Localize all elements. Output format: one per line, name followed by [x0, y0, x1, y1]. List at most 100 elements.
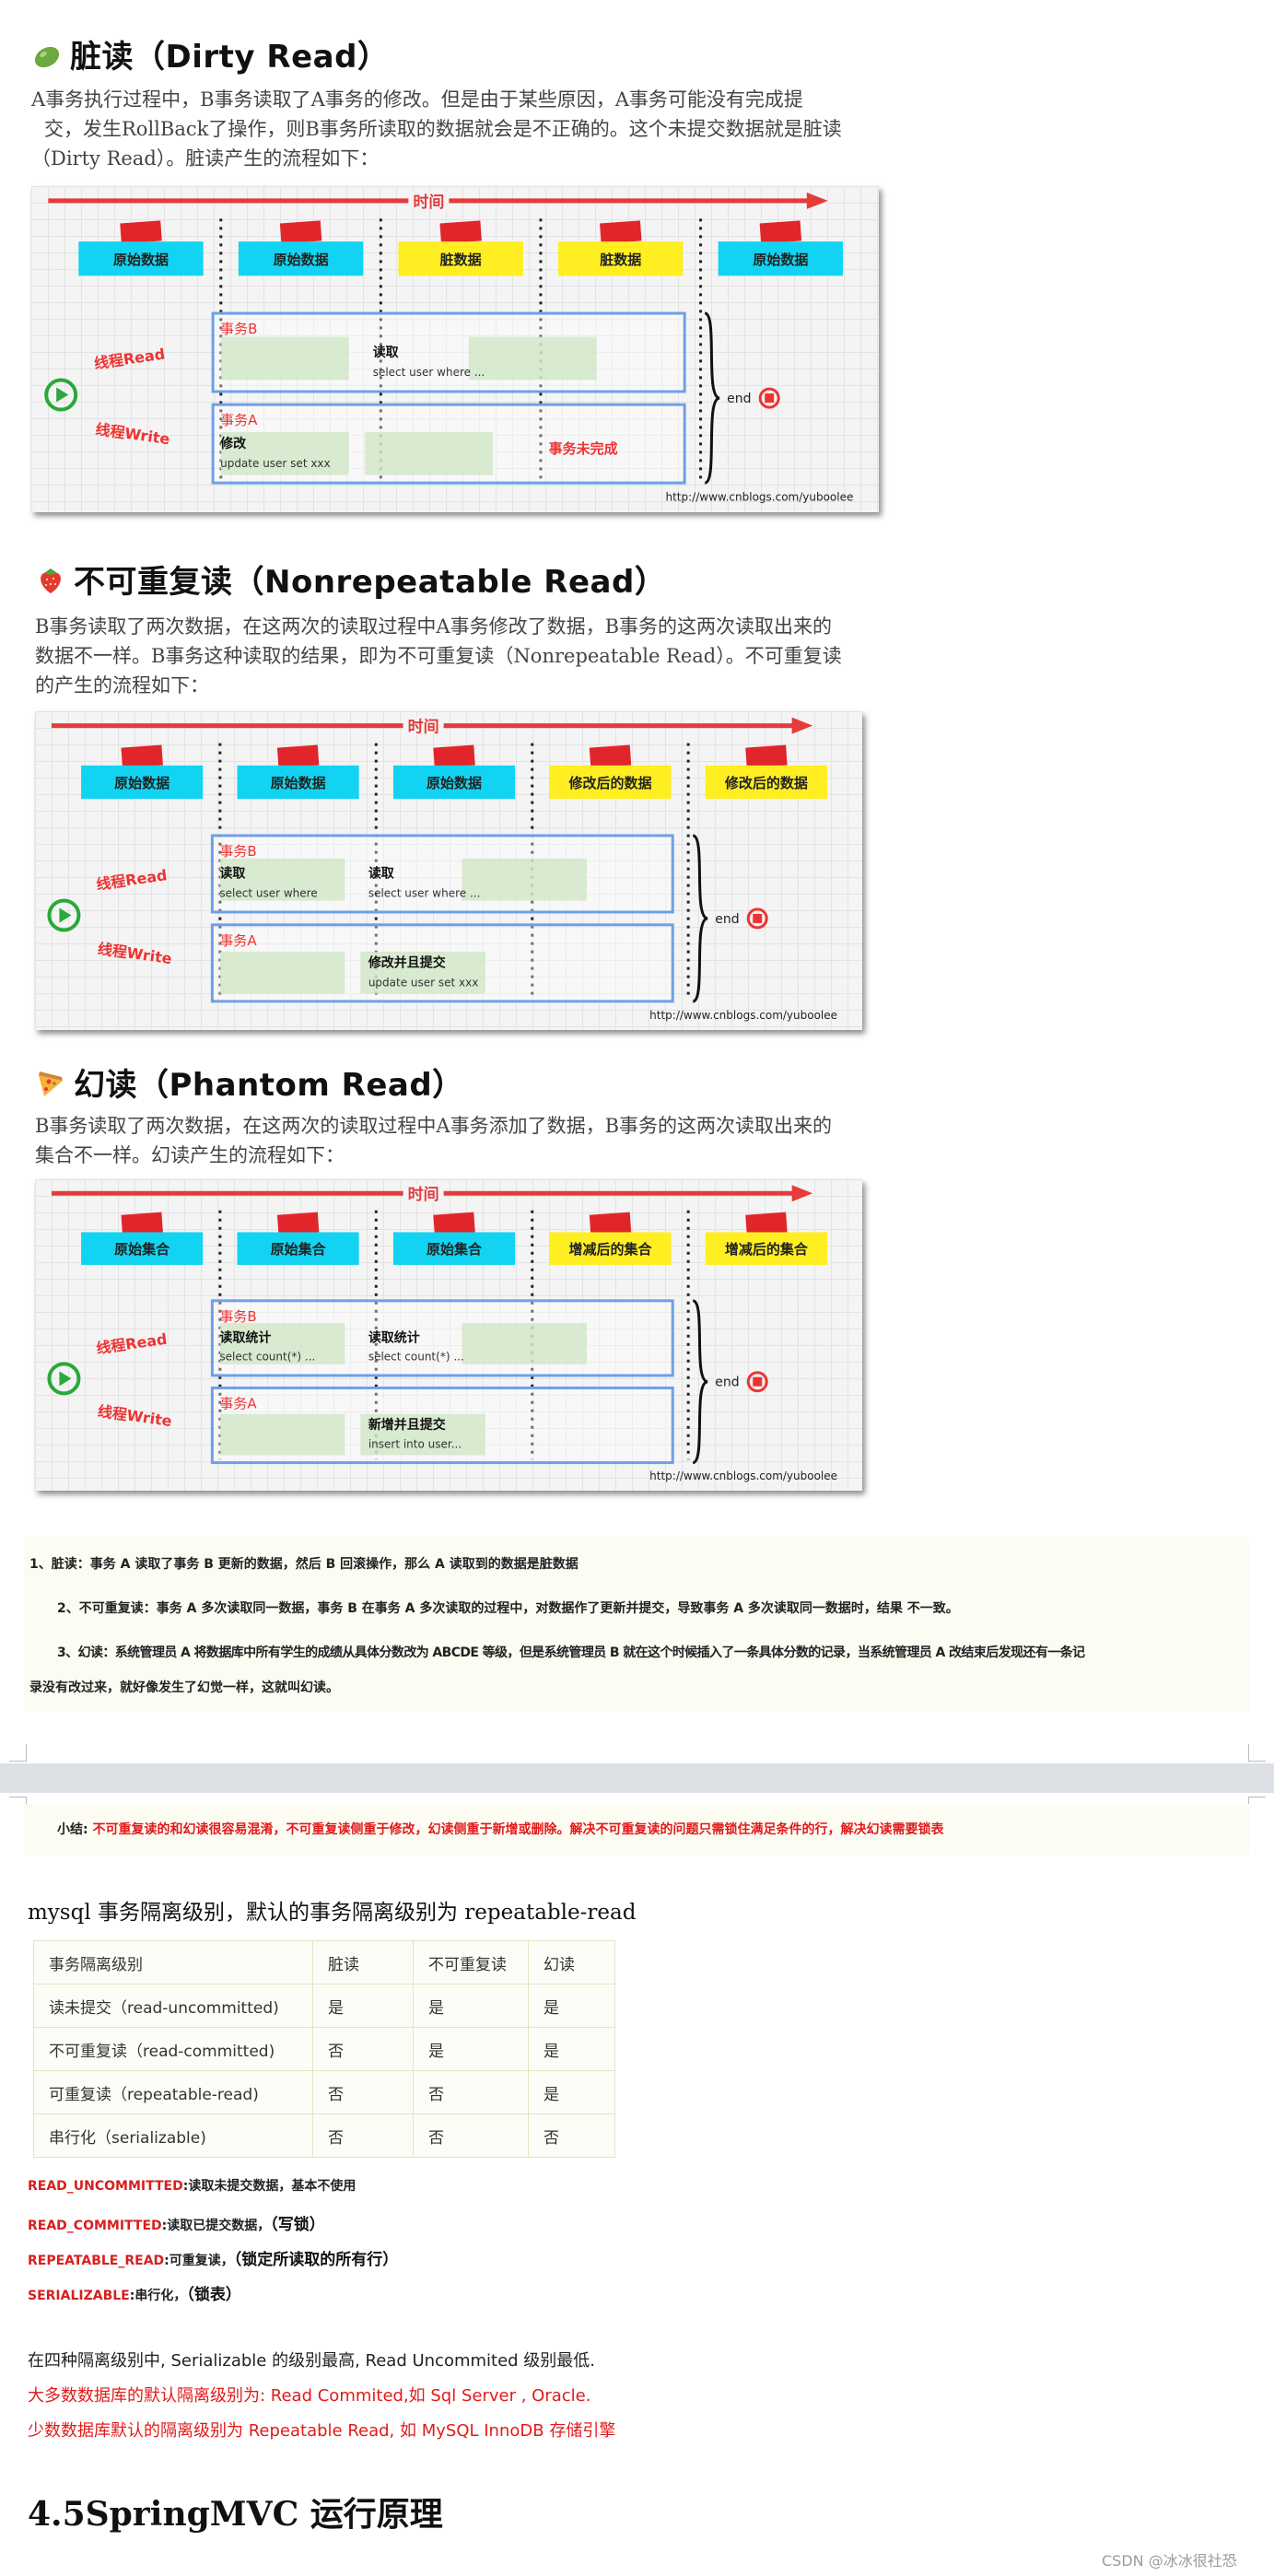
table-cell: 是 [313, 1985, 414, 2028]
table-cell: 是 [414, 2028, 529, 2071]
page-corner-mark [9, 1744, 27, 1762]
table-cell: 否 [414, 2071, 529, 2114]
table-header-cell: 脏读 [313, 1941, 414, 1985]
stage-label: 脏数据 [440, 252, 482, 268]
stage-tag [433, 745, 474, 768]
level-read-uncommitted: READ_UNCOMMITTED:读取未提交数据，基本不使用 [28, 2176, 356, 2195]
table-row: 串行化（serializable) 否 否 否 [34, 2114, 615, 2158]
level-read-committed: READ_COMMITTED:读取已提交数据，（写锁） [28, 2211, 325, 2234]
thread-read-label: 线程Read [95, 1330, 168, 1358]
note-nonrepeatable-read: 2、不可重复读：事务 A 多次读取同一数据，事务 B 在事务 A 多次读取的过程… [57, 1598, 959, 1620]
stage-tag [280, 220, 321, 243]
nonrepeatable-read-diagram: 时间原始数据原始数据原始数据修改后的数据修改后的数据线程Read线程Write事… [35, 711, 862, 1030]
tx-b-op2-sub: select user where ... [373, 366, 485, 379]
transaction-a-label: 事务A [219, 1395, 257, 1411]
table-cell: 否 [529, 2114, 615, 2158]
stage-label: 原始集合 [271, 1241, 327, 1258]
hatch-fill [220, 1414, 345, 1456]
stage-tag [121, 745, 162, 768]
level-serializable: SERIALIZABLE:串行化，（锁表） [28, 2281, 241, 2304]
stage-tag [439, 220, 481, 243]
end-label: end [715, 912, 739, 927]
table-cell: 是 [529, 1985, 615, 2028]
time-label: 时间 [408, 718, 439, 737]
tx-b-op2-title: 读取统计 [368, 1329, 420, 1345]
stage-label: 原始集合 [114, 1241, 170, 1258]
stage-tag [433, 1212, 474, 1235]
table-cell: 是 [414, 1985, 529, 2028]
brace [705, 313, 719, 483]
table-header-cell: 幻读 [529, 1941, 615, 1985]
tx-b-op1-title: 读取统计 [219, 1329, 271, 1345]
tx-b-op1-sub: select count(*) ... [219, 1351, 315, 1364]
tx-b-op2-title: 读取 [368, 866, 395, 882]
closing-line-1: 在四种隔离级别中, Serializable 的级别最高, Read Uncom… [28, 2348, 595, 2371]
stage-label: 原始数据 [753, 252, 808, 268]
level-repeatable-read: REPEATABLE_READ:可重复读，（锁定所读取的所有行） [28, 2246, 398, 2269]
tx-a-op-title: 修改 [219, 436, 247, 451]
tx-a-op-sub: update user set xxx [220, 457, 331, 470]
table-cell: 否 [313, 2071, 414, 2114]
thread-write-label: 线程Write [94, 420, 170, 448]
source-url: http://www.cnblogs.com/yuboolee [649, 1009, 837, 1022]
table-cell: 串行化（serializable) [34, 2114, 313, 2158]
stage-label: 增减后的集合 [568, 1241, 652, 1258]
hatch-fill [221, 337, 349, 381]
time-arrow-head [792, 1185, 812, 1201]
pizza-icon [35, 1068, 66, 1099]
time-arrow-head [792, 718, 812, 734]
time-arrow-head [807, 193, 828, 209]
closing-line-2: 大多数数据库的默认隔离级别为: Read Commited,如 Sql Serv… [28, 2383, 590, 2406]
stage-tag [760, 220, 801, 243]
table-cell: 否 [414, 2114, 529, 2158]
stage-tag [590, 745, 631, 768]
diagram-canvas: 时间原始数据原始数据脏数据脏数据原始数据线程Read线程Write事务B事务A读… [31, 186, 879, 512]
stage-tag [745, 745, 787, 768]
csdn-watermark: CSDN @冰冰很社恐 [1102, 2548, 1237, 2570]
brace [693, 1301, 707, 1463]
thread-write-label: 线程Write [97, 1402, 173, 1430]
table-cell: 是 [529, 2071, 615, 2114]
tx-b-op2-sub: select count(*) ... [368, 1351, 464, 1364]
stage-tag [600, 220, 641, 243]
section-title-nonrepeatable-read: 不可重复读（Nonrepeatable Read） [35, 556, 666, 602]
page-corner-mark [1248, 1744, 1266, 1762]
note-phantom-read: 3、幻读：系统管理员 A 将数据库中所有学生的成绩从具体分数改为 ABCDE 等… [57, 1642, 1084, 1664]
stage-label: 脏数据 [600, 252, 641, 268]
hatch-fill [220, 952, 345, 994]
table-header-cell: 不可重复读 [414, 1941, 529, 1985]
tx-a-op-title: 修改并且提交 [368, 954, 446, 970]
definitions-box: 1、脏读：事务 A 读取了事务 B 更新的数据，然后 B 回滚操作，那么 A 读… [24, 1537, 1249, 1712]
summary-box: 小结: 不可重复读的和幻读很容易混淆，不可重复读侧重于修改，幻读侧重于新增或删除… [24, 1804, 1249, 1856]
end-label: end [727, 392, 751, 406]
table-cell: 不可重复读（read-committed) [34, 2028, 313, 2071]
table-cell: 是 [529, 2028, 615, 2071]
stage-tag [277, 745, 319, 768]
next-section-heading: 4.5SpringMVC 运行原理 [28, 2488, 443, 2535]
stage-tag [590, 1212, 631, 1235]
summary-text: 不可重复读的和幻读很容易混淆，不可重复读侧重于修改，幻读侧重于新增或删除。解决不… [92, 1822, 943, 1837]
hatch-fill [462, 859, 587, 901]
mysql-isolation-heading: mysql 事务隔离级别，默认的事务隔离级别为 repeatable-read [28, 1894, 636, 1926]
stage-label: 原始数据 [114, 775, 169, 791]
section-title-dirty-read: 脏读（Dirty Read） [31, 31, 389, 76]
transaction-a-label: 事务A [219, 932, 257, 949]
transaction-b-label: 事务B [219, 843, 256, 860]
thread-write-label: 线程Write [97, 940, 173, 967]
table-cell: 否 [313, 2028, 414, 2071]
closing-line-3: 少数数据库默认的隔离级别为 Repeatable Read, 如 MySQL I… [28, 2418, 615, 2441]
hatch-fill [462, 1323, 587, 1364]
section-title-phantom-read: 幻读（Phantom Read） [35, 1060, 464, 1105]
stage-label: 原始数据 [274, 252, 329, 268]
table-header-cell: 事务隔离级别 [34, 1941, 313, 1985]
stage-tag [121, 1212, 162, 1235]
section-paragraph: B事务读取了两次数据，在这两次的读取过程中A事务修改了数据，B事务的这两次读取出… [35, 612, 947, 700]
table-row: 读未提交（read-uncommitted) 是 是 是 [34, 1985, 615, 2028]
strawberry-icon [35, 565, 66, 596]
tx-b-op1-title: 读取 [219, 866, 246, 882]
time-label: 时间 [408, 1185, 439, 1204]
end-label: end [715, 1376, 739, 1390]
section-paragraph: B事务读取了两次数据，在这两次的读取过程中A事务添加了数据，B事务的这两次读取出… [35, 1111, 947, 1170]
dirty-read-diagram: 时间原始数据原始数据脏数据脏数据原始数据线程Read线程Write事务B事务A读… [31, 186, 879, 512]
stage-label: 原始数据 [427, 775, 482, 791]
